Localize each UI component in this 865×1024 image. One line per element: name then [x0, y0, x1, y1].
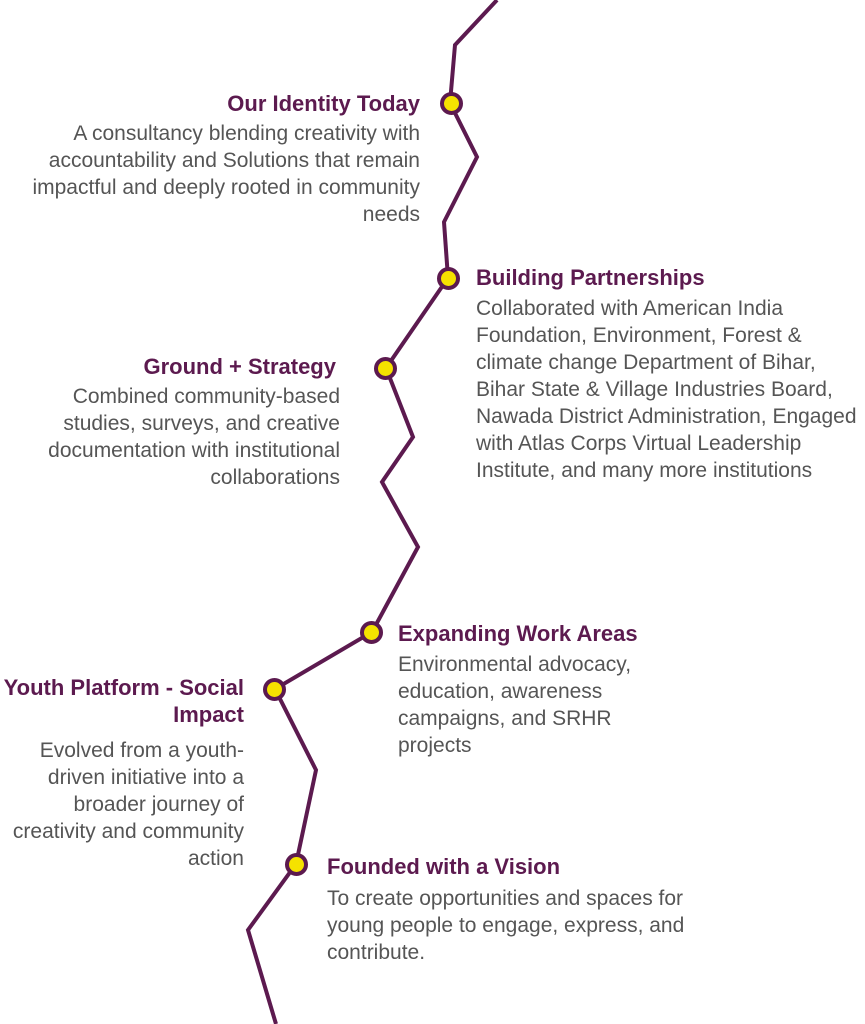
- milestone-description: To create opportunities and spaces for y…: [327, 887, 685, 964]
- milestone-marker-founded: [285, 853, 308, 876]
- timeline-path: [245, 0, 499, 1024]
- milestone-expanding: Expanding Work Areas Environmental advoc…: [398, 620, 688, 759]
- milestone-title: Youth Platform - Social Impact: [3, 675, 244, 727]
- milestone-marker-partnerships: [437, 267, 460, 290]
- milestone-title: Building Partnerships: [476, 265, 705, 290]
- milestone-title: Founded with a Vision: [327, 854, 561, 879]
- milestone-partnerships: Building Partnerships Collaborated with …: [476, 264, 861, 484]
- milestone-identity: Our Identity Today A consultancy blendin…: [30, 90, 420, 228]
- milestone-description: A consultancy blending creativity with a…: [32, 122, 420, 226]
- milestone-description: Evolved from a youth-driven initiative i…: [12, 739, 244, 870]
- milestone-marker-youth: [263, 678, 286, 701]
- milestone-youth: Youth Platform - Social Impact Evolved f…: [0, 674, 244, 872]
- milestone-title: Expanding Work Areas: [398, 621, 638, 646]
- milestone-founded: Founded with a Vision To create opportun…: [327, 853, 707, 966]
- milestone-description: Environmental advocacy, education, aware…: [398, 653, 632, 757]
- milestone-marker-expanding: [360, 621, 383, 644]
- milestone-description: Combined community-based studies, survey…: [48, 385, 340, 489]
- milestone-description: Collaborated with American India Foundat…: [476, 297, 857, 482]
- milestone-marker-ground-strategy: [374, 357, 397, 380]
- milestone-marker-identity: [440, 92, 463, 115]
- milestone-title: Our Identity Today: [227, 91, 420, 116]
- milestone-title: Ground + Strategy: [143, 354, 336, 379]
- milestone-ground-strategy: Ground + Strategy Combined community-bas…: [14, 353, 340, 491]
